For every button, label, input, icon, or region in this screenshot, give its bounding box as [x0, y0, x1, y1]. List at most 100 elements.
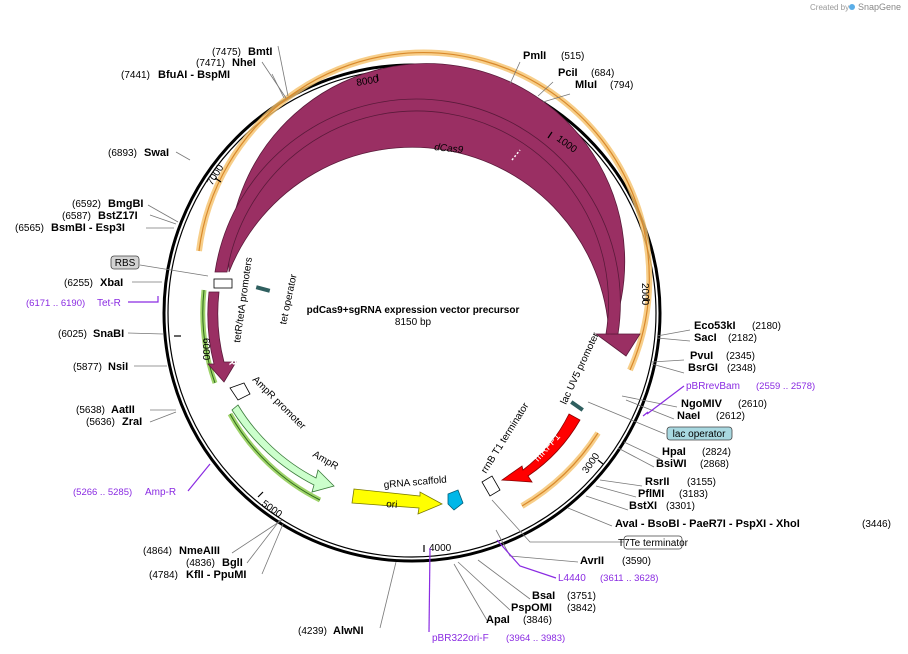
enzyme-bsiwi-pos: (2868)	[700, 459, 729, 470]
enzyme-nsii[interactable]: NsiI	[108, 361, 128, 373]
dcas9-gene-body[interactable]	[214, 98, 621, 335]
enzyme-nmeaiii[interactable]: NmeAIII	[179, 545, 220, 557]
t7te-terminator-box	[623, 535, 683, 550]
enzyme-snabi[interactable]: SnaBI	[93, 328, 124, 340]
enzyme-bstz17i[interactable]: BstZ17I	[98, 210, 138, 222]
enzyme-bmti-pos: (7475)	[212, 47, 241, 58]
enzyme-pspomi[interactable]: PspOMI	[511, 602, 552, 614]
enzyme-saci-pos: (2182)	[728, 333, 757, 344]
enzyme-pcii[interactable]: PciI	[558, 67, 578, 79]
enzyme-nhei[interactable]: NheI	[232, 57, 256, 69]
enzyme-kfli-pos: (4784)	[149, 570, 178, 581]
primer-tet-r[interactable]: Tet-R	[97, 298, 121, 309]
dcas9-highlight-line	[198, 52, 650, 371]
primer-amp-r[interactable]: Amp-R	[145, 487, 176, 498]
enzyme-zrai-pos: (5636)	[86, 417, 115, 428]
ampr-promoter-mark	[229, 382, 251, 401]
dcas9-gene-arrow[interactable]	[228, 63, 641, 357]
plasmid-size: 8150 bp	[395, 317, 432, 328]
enzyme-swai-pos: (6893)	[108, 148, 137, 159]
feature-label-rrnb-terminator: rrnB T1 terminator	[479, 401, 532, 476]
enzyme-ngomiv[interactable]: NgoMIV	[681, 398, 723, 410]
enzyme-pcii-pos: (684)	[591, 68, 614, 79]
enzyme-hpai[interactable]: HpaI	[662, 446, 686, 458]
tet-operator-mark	[255, 285, 271, 293]
enzyme-xbai-pos: (6255)	[64, 278, 93, 289]
enzyme-swai[interactable]: SwaI	[144, 147, 169, 159]
primer-amp-r-range: (5266 .. 5285)	[73, 487, 132, 498]
enzyme-bstxi-pos: (3301)	[666, 501, 695, 512]
feature-label-tetr: TetR	[225, 343, 238, 366]
rrnb-terminator-mark	[481, 475, 501, 497]
enzyme-pflmi-pos: (3183)	[679, 489, 708, 500]
enzyme-bstz17i-pos: (6587)	[62, 211, 91, 222]
enzyme-bmgbi-pos: (6592)	[72, 199, 101, 210]
enzyme-aatii[interactable]: AatII	[111, 404, 135, 416]
enzyme-pvui-pos: (2345)	[726, 351, 755, 362]
feature-label-tetr-promoters: tetR/tetA promoters	[232, 257, 255, 344]
primer-lines	[128, 296, 685, 633]
enzyme-pmli[interactable]: PmlI	[523, 50, 546, 62]
enzyme-naei[interactable]: NaeI	[677, 410, 700, 422]
enzyme-bmgbi[interactable]: BmgBI	[108, 198, 143, 210]
enzyme-zrai[interactable]: ZraI	[122, 416, 142, 428]
primer-pbr322ori-f[interactable]: pBR322ori-F	[432, 633, 489, 644]
enzyme-pmli-pos: (515)	[561, 51, 584, 62]
enzyme-nsii-pos: (5877)	[73, 362, 102, 373]
enzyme-avrii[interactable]: AvrII	[580, 555, 604, 567]
enzyme-bsrgi[interactable]: BsrGI	[688, 362, 718, 374]
mrfp1-gene-arrow[interactable]	[500, 413, 581, 483]
feature-label-ori: ori	[386, 499, 398, 511]
plasmid-name: pdCas9+sgRNA expression vector precursor	[307, 305, 520, 316]
feature-label-ampr: AmpR	[311, 449, 341, 472]
enzyme-pflmi[interactable]: PflMI	[638, 488, 664, 500]
enzyme-bsai[interactable]: BsaI	[532, 590, 555, 602]
feature-label-grna-scaffold: gRNA scaffold	[383, 475, 447, 491]
leader-lines	[127, 45, 691, 629]
enzyme-avrii-pos: (3590)	[622, 556, 651, 567]
primer-pbr322ori-f-range: (3964 .. 3983)	[506, 633, 565, 644]
t7te-terminator-label: T7Te terminator	[618, 538, 689, 549]
enzyme-bfuai-pos: (7441)	[121, 70, 150, 81]
enzyme-bsrgi-pos: (2348)	[727, 363, 756, 374]
lac-operator-label: lac operator	[673, 429, 726, 440]
ampr-gene-arrow[interactable]	[231, 404, 335, 493]
enzyme-kfli[interactable]: KflI - PpuMI	[186, 569, 247, 581]
enzyme-bmti[interactable]: BmtI	[248, 46, 272, 58]
feature-label-dcas9: dCas9	[434, 142, 464, 156]
enzyme-saci[interactable]: SacI	[694, 332, 717, 344]
enzyme-alwni[interactable]: AlwNI	[333, 625, 364, 637]
feature-label-tet-operator: tet operator	[278, 273, 300, 326]
tick-label-6000: 6000	[200, 338, 211, 361]
rbs-box	[110, 255, 140, 270]
rbs-label: RBS	[115, 258, 136, 269]
enzyme-bgli[interactable]: BglI	[222, 557, 243, 569]
tetr-gene-arrow[interactable]	[207, 291, 237, 383]
tetr-highlight-line	[202, 289, 216, 384]
enzyme-bgli-pos: (4836)	[186, 558, 215, 569]
primer-l4440[interactable]: L4440	[558, 573, 586, 584]
primer-l4440-range: (3611 .. 3628)	[600, 573, 658, 584]
enzyme-eco53ki-pos: (2180)	[752, 321, 781, 332]
enzyme-bstxi[interactable]: BstXI	[629, 500, 657, 512]
enzyme-nmeaiii-pos: (4864)	[143, 546, 172, 557]
ticks	[174, 73, 650, 552]
enzyme-bsmbi[interactable]: BsmBI - Esp3I	[51, 222, 125, 234]
enzyme-avai-group[interactable]: AvaI - BsoBI - PaeR7I - PspXI - XhoI	[615, 518, 800, 530]
enzyme-mlui[interactable]: MluI	[575, 79, 597, 91]
enzyme-eco53ki[interactable]: Eco53kI	[694, 320, 736, 332]
primer-pbrrevbam[interactable]: pBRrevBam	[686, 381, 740, 392]
ori-arrow[interactable]	[351, 488, 443, 515]
enzyme-bsmbi-pos: (6565)	[15, 223, 44, 234]
enzyme-apai[interactable]: ApaI	[486, 614, 510, 626]
enzyme-snabi-pos: (6025)	[58, 329, 87, 340]
enzyme-bsiwi[interactable]: BsiWI	[656, 458, 687, 470]
enzyme-rsrii[interactable]: RsrII	[645, 476, 669, 488]
enzyme-xbai[interactable]: XbaI	[100, 277, 123, 289]
enzyme-nhei-pos: (7471)	[196, 58, 225, 69]
enzyme-bfuai[interactable]: BfuAI - BspMI	[158, 69, 230, 81]
snapgene-logo-icon	[849, 4, 855, 10]
enzyme-pvui[interactable]: PvuI	[690, 350, 713, 362]
branding-prefix: Created by	[810, 3, 849, 12]
feature-label-lac-uv5-promoter: lac UV5 promoter	[559, 330, 602, 406]
